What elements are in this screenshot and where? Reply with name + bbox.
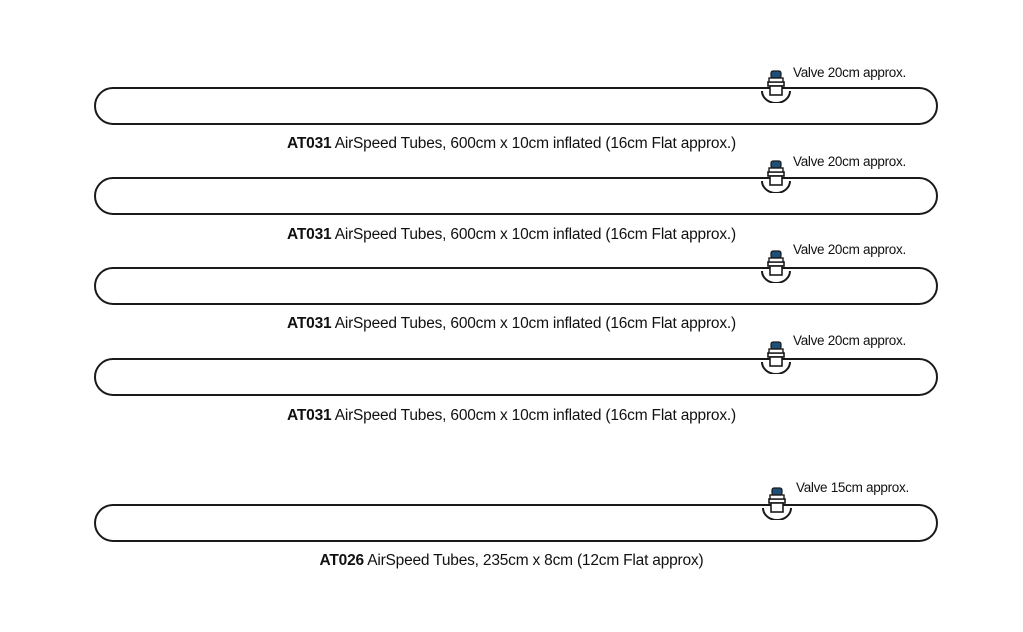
tube-caption: AT031 AirSpeed Tubes, 600cm x 10cm infla…	[0, 407, 1023, 425]
tube-unit-4: Valve 20cm approx. AT031 AirSpeed Tubes,…	[0, 333, 1023, 433]
tube-description: AirSpeed Tubes, 600cm x 10cm inflated (1…	[334, 315, 736, 332]
valve-label: Valve 20cm approx.	[793, 242, 906, 257]
valve-label: Valve 20cm approx.	[793, 65, 906, 80]
tube-description: AirSpeed Tubes, 600cm x 10cm inflated (1…	[334, 226, 736, 243]
tube-code: AT031	[287, 407, 332, 424]
tube-body	[94, 358, 938, 396]
tube-description: AirSpeed Tubes, 600cm x 10cm inflated (1…	[334, 407, 736, 424]
tube-body	[94, 87, 938, 125]
tube-body	[94, 177, 938, 215]
valve-icon	[759, 69, 793, 103]
valve-label: Valve 15cm approx.	[796, 480, 909, 495]
tube-code: AT026	[319, 552, 365, 569]
tube-code: AT031	[287, 135, 332, 152]
tube-unit-2: Valve 20cm approx. AT031 AirSpeed Tubes,…	[0, 152, 1023, 252]
tube-description: AirSpeed Tubes, 235cm x 8cm (12cm Flat a…	[367, 552, 704, 569]
valve-icon	[759, 340, 793, 374]
valve-icon	[759, 159, 793, 193]
valve-icon	[760, 486, 794, 520]
tube-unit-3: Valve 20cm approx. AT031 AirSpeed Tubes,…	[0, 242, 1023, 342]
tube-caption: AT031 AirSpeed Tubes, 600cm x 10cm infla…	[0, 135, 1023, 153]
tube-caption: AT031 AirSpeed Tubes, 600cm x 10cm infla…	[0, 315, 1023, 333]
tube-caption: AT026 AirSpeed Tubes, 235cm x 8cm (12cm …	[0, 552, 1023, 570]
valve-label: Valve 20cm approx.	[793, 154, 906, 169]
tube-code: AT031	[287, 315, 332, 332]
tube-body	[94, 267, 938, 305]
tube-description: AirSpeed Tubes, 600cm x 10cm inflated (1…	[334, 135, 736, 152]
valve-label: Valve 20cm approx.	[793, 333, 906, 348]
valve-icon	[759, 249, 793, 283]
tube-caption: AT031 AirSpeed Tubes, 600cm x 10cm infla…	[0, 226, 1023, 244]
tube-unit-1: Valve 20cm approx. AT031 AirSpeed Tubes,…	[0, 62, 1023, 162]
tube-unit-5: Valve 15cm approx. AT026 AirSpeed Tubes,…	[0, 479, 1023, 579]
tube-body	[94, 504, 938, 542]
tube-code: AT031	[287, 226, 332, 243]
